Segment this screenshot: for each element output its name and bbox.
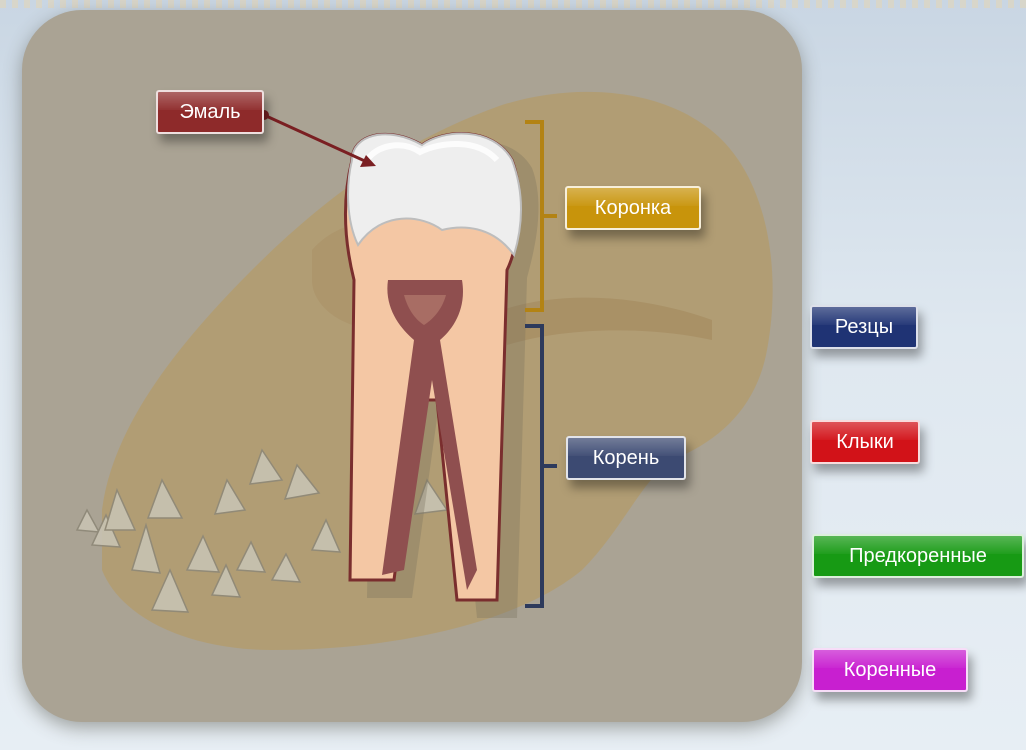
enamel-pointer-line — [264, 115, 367, 162]
canines-button[interactable]: Клыки — [810, 420, 920, 464]
top-decoration — [0, 0, 1026, 8]
premolars-button[interactable]: Предкоренные — [812, 534, 1024, 578]
crown-label: Коронка — [565, 186, 701, 230]
skull-and-tooth-illustration — [22, 10, 802, 722]
root-label: Корень — [566, 436, 686, 480]
molars-button[interactable]: Коренные — [812, 648, 968, 692]
enamel-label: Эмаль — [156, 90, 264, 134]
incisors-button[interactable]: Резцы — [810, 305, 918, 349]
diagram-panel — [22, 10, 802, 722]
